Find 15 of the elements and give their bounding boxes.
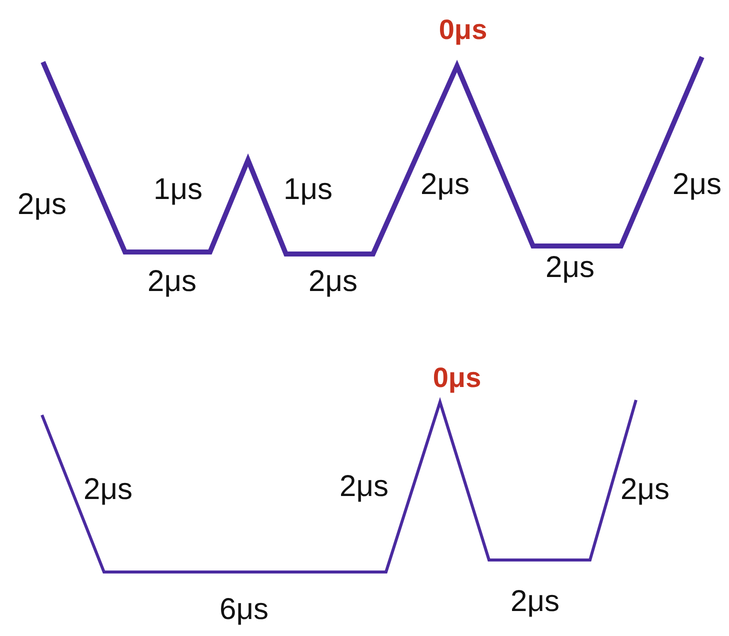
duration-label: 2μs [546, 253, 594, 283]
duration-label: 2μs [84, 475, 132, 505]
duration-label: 1μs [284, 175, 332, 205]
duration-label: 2μs [340, 472, 388, 502]
duration-label: 2μs [620, 475, 670, 505]
time-origin-label: 0μs [438, 16, 488, 44]
duration-label: 6μs [220, 595, 268, 625]
time-origin-label: 0μs [432, 364, 482, 392]
duration-label: 2μs [308, 267, 358, 297]
duration-label: 2μs [420, 170, 470, 200]
duration-label: 2μs [510, 587, 560, 617]
duration-label: 2μs [18, 190, 66, 220]
duration-label: 2μs [672, 170, 722, 200]
duration-label: 1μs [154, 175, 202, 205]
duration-label: 2μs [148, 267, 196, 297]
